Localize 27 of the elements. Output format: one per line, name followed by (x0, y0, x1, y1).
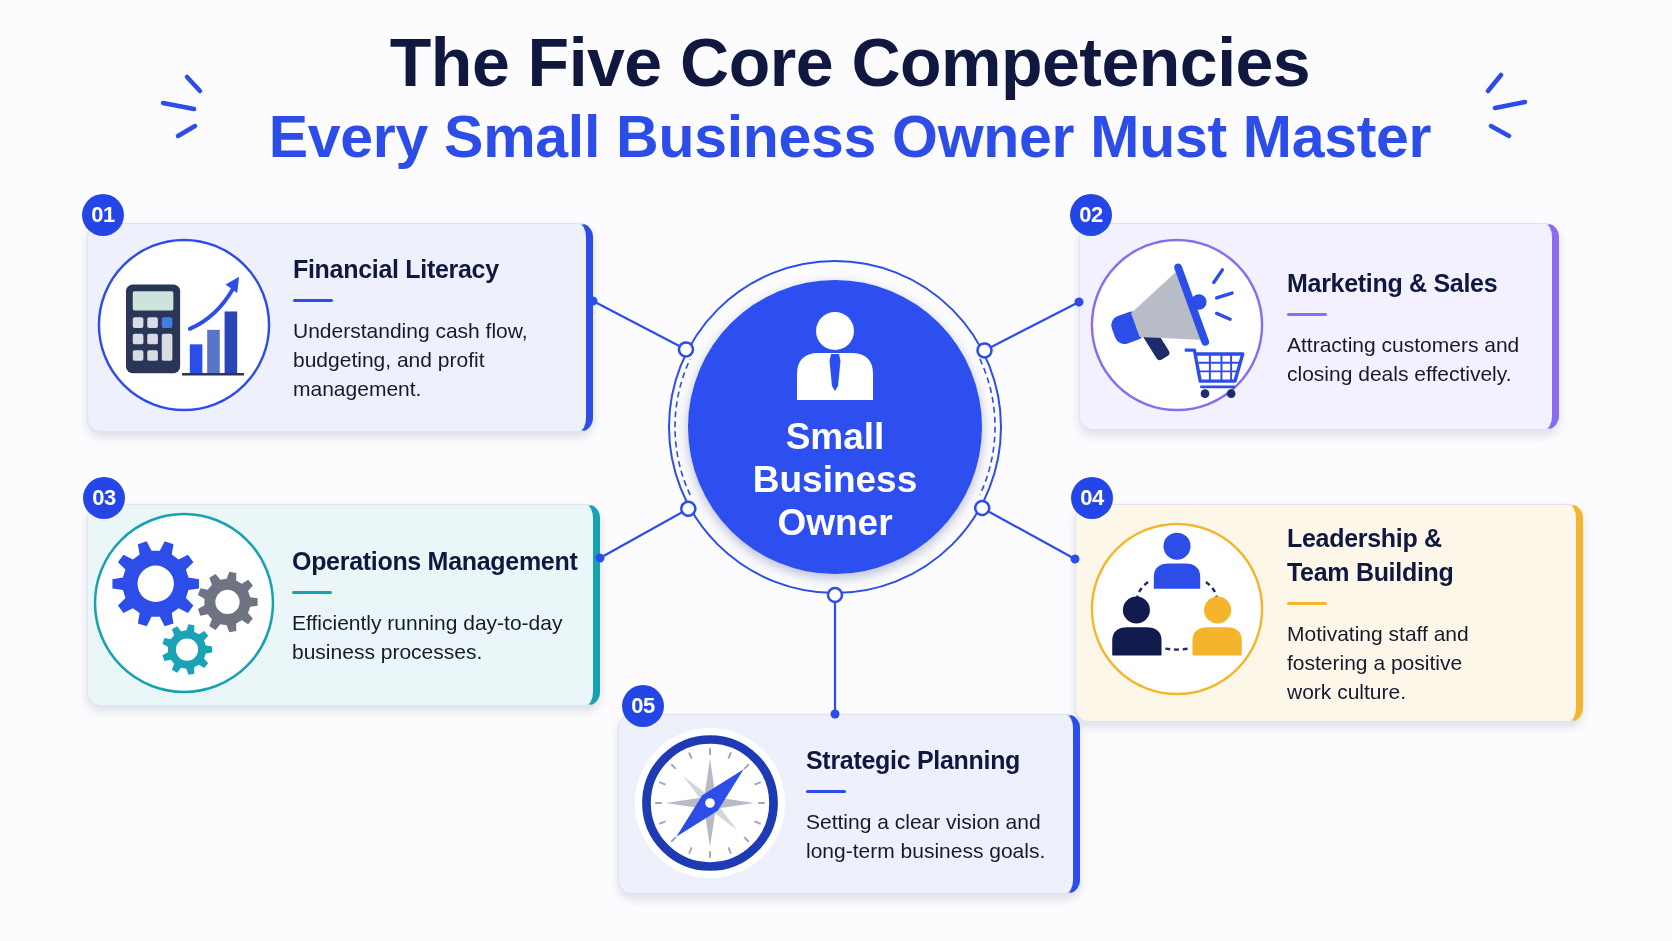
number-badge: 04 (1071, 477, 1113, 519)
connector-line (973, 499, 1080, 564)
number-badge: 02 (1070, 194, 1112, 236)
number-badge: 05 (622, 685, 664, 727)
number-badge: 03 (83, 477, 125, 519)
connector-line (826, 586, 844, 719)
hub-label: Small Business Owner (751, 415, 919, 544)
card-heading: Strategic Planning (806, 745, 1021, 776)
card-heading: Operations Management (292, 546, 578, 577)
competency-card (87, 223, 593, 432)
card-heading: Marketing & Sales (1287, 267, 1498, 299)
card-description: Attracting customers and closing deals effectively. (1287, 331, 1521, 387)
competency-card (1075, 504, 1583, 722)
connector-line (595, 500, 697, 563)
card-description: Efficiently running day-to-day business processes. (292, 610, 564, 665)
competency-card (1079, 223, 1559, 430)
card-description: Motivating staff and fostering a positive work culture. (1287, 620, 1470, 705)
card-description: Setting a clear vision and long-term business goals. (806, 809, 1047, 864)
card-description: Understanding cash flow, budgeting, and profit management. (293, 318, 529, 402)
diagram-title: The Five Core Competencies Every Small Business Owner Must Master (268, 24, 1432, 172)
card-heading: Leadership & Team Building (1287, 522, 1455, 588)
connector-line (976, 297, 1084, 359)
card-heading: Financial Literacy (293, 254, 499, 285)
competency-card (87, 504, 600, 706)
hub-circle (667, 259, 1003, 595)
number-badge: 01 (82, 194, 124, 236)
competency-card (618, 714, 1080, 894)
